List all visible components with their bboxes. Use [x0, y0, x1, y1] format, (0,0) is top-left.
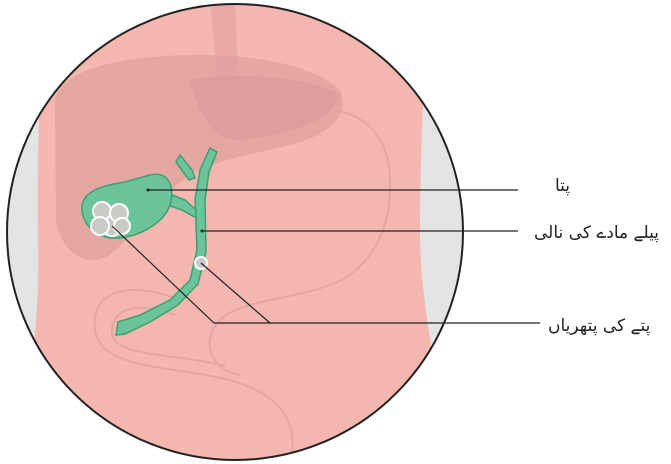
gallstones-label: پتے کی پتھریاں	[548, 318, 650, 335]
bile-duct-label: پیلے مادے کی نالی	[534, 225, 659, 242]
bile-duct-leader-dot	[201, 230, 204, 233]
gallstones	[91, 202, 130, 236]
gallbladder-leader-dot	[147, 189, 150, 192]
gallbladder-label: پتا	[555, 178, 570, 195]
